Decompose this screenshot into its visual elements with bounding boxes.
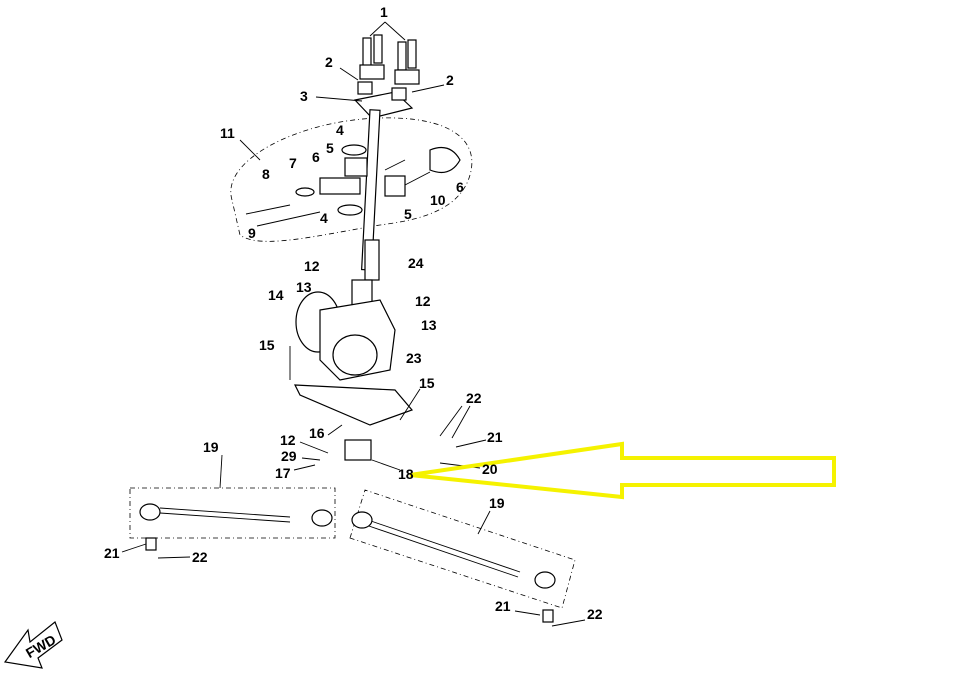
group-outline-19-left [129,487,336,539]
callout: 5 [326,140,334,156]
callout: 13 [421,317,437,333]
callout: 4 [320,210,328,226]
callout-labels: 1 2 2 3 4 11 5 6 7 6 8 10 5 4 9 12 24 13… [104,4,603,622]
callout: 12 [304,258,320,274]
callout: 2 [446,72,454,88]
callout: 1 [380,4,388,20]
callout: 11 [220,125,235,141]
callout: 24 [408,255,424,271]
fwd-arrow-icon: FWD [3,621,63,669]
callout: 22 [466,390,482,406]
callout: 14 [268,287,284,303]
callout: 4 [336,122,344,138]
callout: 21 [487,429,503,445]
callout: 16 [309,425,325,441]
callout: 21 [104,545,120,561]
callout: 3 [300,88,308,104]
leader-lines [121,21,586,627]
steering-gear [294,279,414,461]
callout: 2 [325,54,333,70]
callout: 22 [587,606,603,622]
callout: 8 [262,166,270,182]
callout: 15 [259,337,275,353]
callout: 13 [296,279,312,295]
callout: 21 [495,598,511,614]
callout: 9 [248,225,256,241]
callout: 12 [280,432,296,448]
callout: 22 [192,549,208,565]
callout: 6 [312,149,320,165]
tie-rods [139,503,556,623]
callout: 12 [415,293,431,309]
highlight-arrow [409,441,836,500]
group-outline-11 [230,117,473,242]
callout: 6 [456,179,464,195]
bolts-1 [357,34,420,101]
callout: 19 [203,439,219,455]
callout: 23 [406,350,422,366]
group-outline-19-right [349,489,576,609]
callout: 29 [281,448,297,464]
callout: 7 [289,155,297,171]
callout-18-highlighted: 18 [398,466,414,482]
callout: 15 [419,375,435,391]
callout: 20 [482,461,498,477]
callout: 19 [489,495,505,511]
callout: 10 [430,192,446,208]
bushing-parts [245,144,461,227]
callout: 17 [275,465,291,481]
callout: 5 [404,206,412,222]
